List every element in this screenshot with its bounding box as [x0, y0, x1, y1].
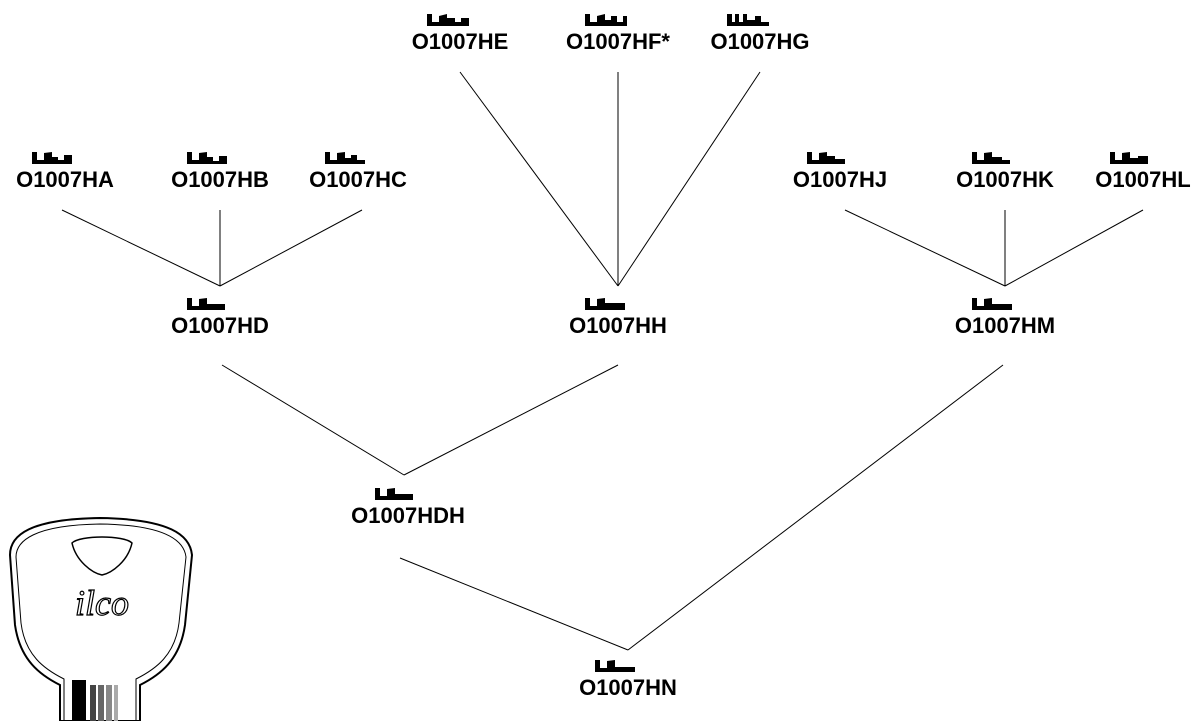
node-label: O1007HB	[171, 167, 269, 192]
node-o1007ha: O1007HA	[0, 150, 155, 192]
edge-hdh-hn	[399, 557, 629, 651]
node-o1007hd: O1007HD	[130, 296, 310, 338]
keyway-profile-icon	[427, 14, 469, 26]
node-o1007hc: O1007HC	[268, 150, 448, 192]
node-label: O1007HC	[309, 167, 407, 192]
keyway-profile-icon	[972, 298, 1012, 310]
node-label: O1007HN	[579, 675, 677, 700]
node-label: O1007HH	[569, 313, 667, 338]
keyway-profile-icon	[187, 152, 227, 164]
key-brand-text: ilco	[75, 583, 129, 623]
node-label: O1007HA	[16, 167, 114, 192]
keyway-profile-icon	[585, 298, 625, 310]
ilco-key-icon: ilco	[8, 516, 194, 721]
keyway-profile-icon	[585, 14, 627, 26]
node-label: O1007HK	[956, 167, 1054, 192]
edge-ha-hd	[61, 209, 221, 287]
node-label: O1007HJ	[792, 167, 888, 192]
node-o1007hh: O1007HH	[528, 296, 708, 338]
edge-hh-hdh	[403, 364, 619, 476]
keyway-profile-icon	[595, 660, 635, 672]
keyway-profile-icon	[727, 14, 769, 26]
node-label: O1007HL	[1095, 167, 1191, 192]
node-label: O1007HDH	[351, 503, 465, 528]
node-o1007hg: O1007HG	[670, 12, 850, 54]
edge-hl-hm	[1004, 209, 1144, 287]
keyway-profile-icon	[32, 152, 72, 164]
node-o1007hf: O1007HF*	[528, 12, 708, 54]
node-o1007hb: O1007HB	[130, 150, 310, 192]
edge-hd-hdh	[221, 364, 405, 476]
keyway-profile-icon	[325, 152, 365, 164]
node-label: O1007HF*	[566, 29, 670, 54]
node-label: O1007HG	[710, 29, 810, 54]
keyway-profile-icon	[1110, 152, 1148, 164]
edge-hg-hh	[617, 71, 761, 287]
edge-hc-hd	[219, 209, 363, 287]
node-o1007hl: O1007HL	[1053, 150, 1198, 192]
keyway-profile-icon	[187, 298, 225, 310]
node-o1007he: O1007HE	[370, 12, 550, 54]
node-o1007hj: O1007HJ	[750, 150, 930, 192]
keyway-profile-icon	[375, 488, 413, 500]
node-label: O1007HE	[411, 29, 509, 54]
edge-hm-hn	[627, 364, 1004, 651]
edge-he-hh	[459, 71, 619, 287]
node-o1007hm: O1007HM	[915, 296, 1095, 338]
node-o1007hdh: O1007HDH	[318, 486, 498, 528]
keyway-profile-icon	[972, 152, 1010, 164]
node-o1007hn: O1007HN	[538, 658, 718, 700]
node-label: O1007HM	[954, 313, 1056, 338]
node-label: O1007HD	[171, 313, 269, 338]
edge-hj-hm	[844, 209, 1006, 287]
keyway-profile-icon	[807, 152, 845, 164]
node-o1007hk: O1007HK	[915, 150, 1095, 192]
